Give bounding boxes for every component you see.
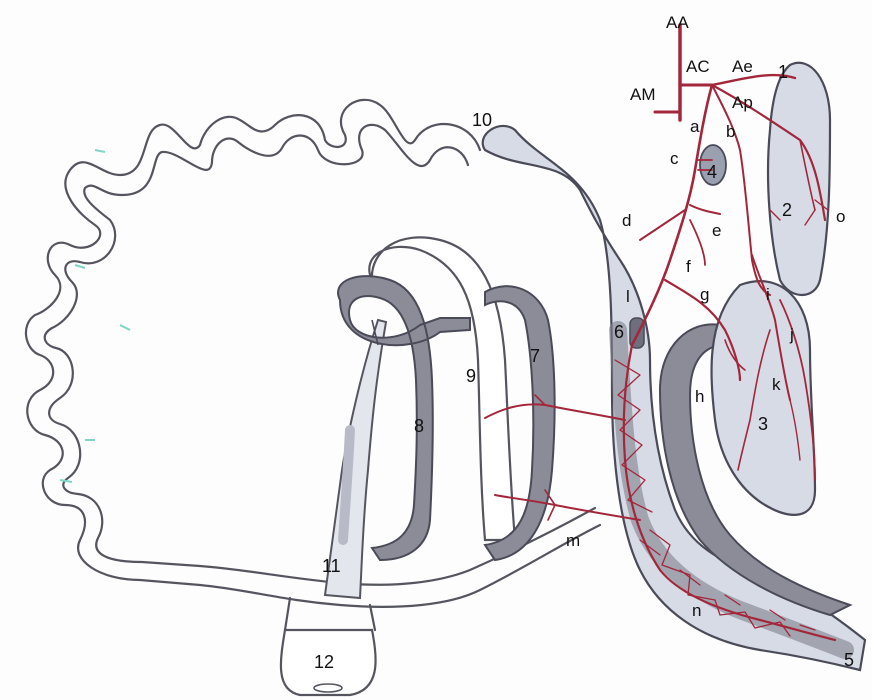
label-2: 2 — [782, 200, 792, 220]
label-o: o — [836, 207, 845, 226]
label-1: 1 — [778, 62, 788, 82]
label-g: g — [700, 285, 709, 304]
label-7: 7 — [530, 346, 540, 366]
label-j: j — [789, 325, 794, 344]
label-c: c — [670, 149, 679, 168]
artery-m-lower — [495, 495, 640, 520]
label-10: 10 — [472, 110, 492, 130]
label-ae: Ae — [732, 57, 753, 76]
label-h: h — [695, 387, 704, 406]
label-ap: Ap — [732, 93, 753, 112]
label-6: 6 — [614, 322, 624, 342]
label-3: 3 — [758, 414, 768, 434]
label-d: d — [622, 211, 631, 230]
label-5: 5 — [844, 650, 854, 670]
label-n: n — [692, 601, 701, 620]
label-f: f — [686, 257, 691, 276]
artery-b — [712, 85, 770, 295]
label-m: m — [566, 531, 580, 550]
label-a: a — [690, 117, 700, 136]
organ-2-body — [768, 63, 830, 295]
label-9: 9 — [466, 366, 476, 386]
label-12: 12 — [314, 652, 334, 672]
label-aa: AA — [666, 13, 689, 32]
label-4: 4 — [707, 162, 717, 182]
label-8: 8 — [414, 416, 424, 436]
artery-main-desc — [632, 85, 712, 345]
label-k: k — [772, 375, 781, 394]
artery-e — [690, 205, 720, 214]
organ-3-lobe — [711, 281, 815, 515]
label-b: b — [726, 122, 735, 141]
label-am: AM — [630, 85, 656, 104]
label-i: i — [766, 285, 770, 304]
label-e: e — [712, 221, 721, 240]
label-11: 11 — [322, 556, 341, 576]
label-ac: AC — [686, 57, 710, 76]
artery-labels: AA AC Ae AM Ap — [630, 13, 753, 112]
label-l: l — [626, 287, 630, 306]
